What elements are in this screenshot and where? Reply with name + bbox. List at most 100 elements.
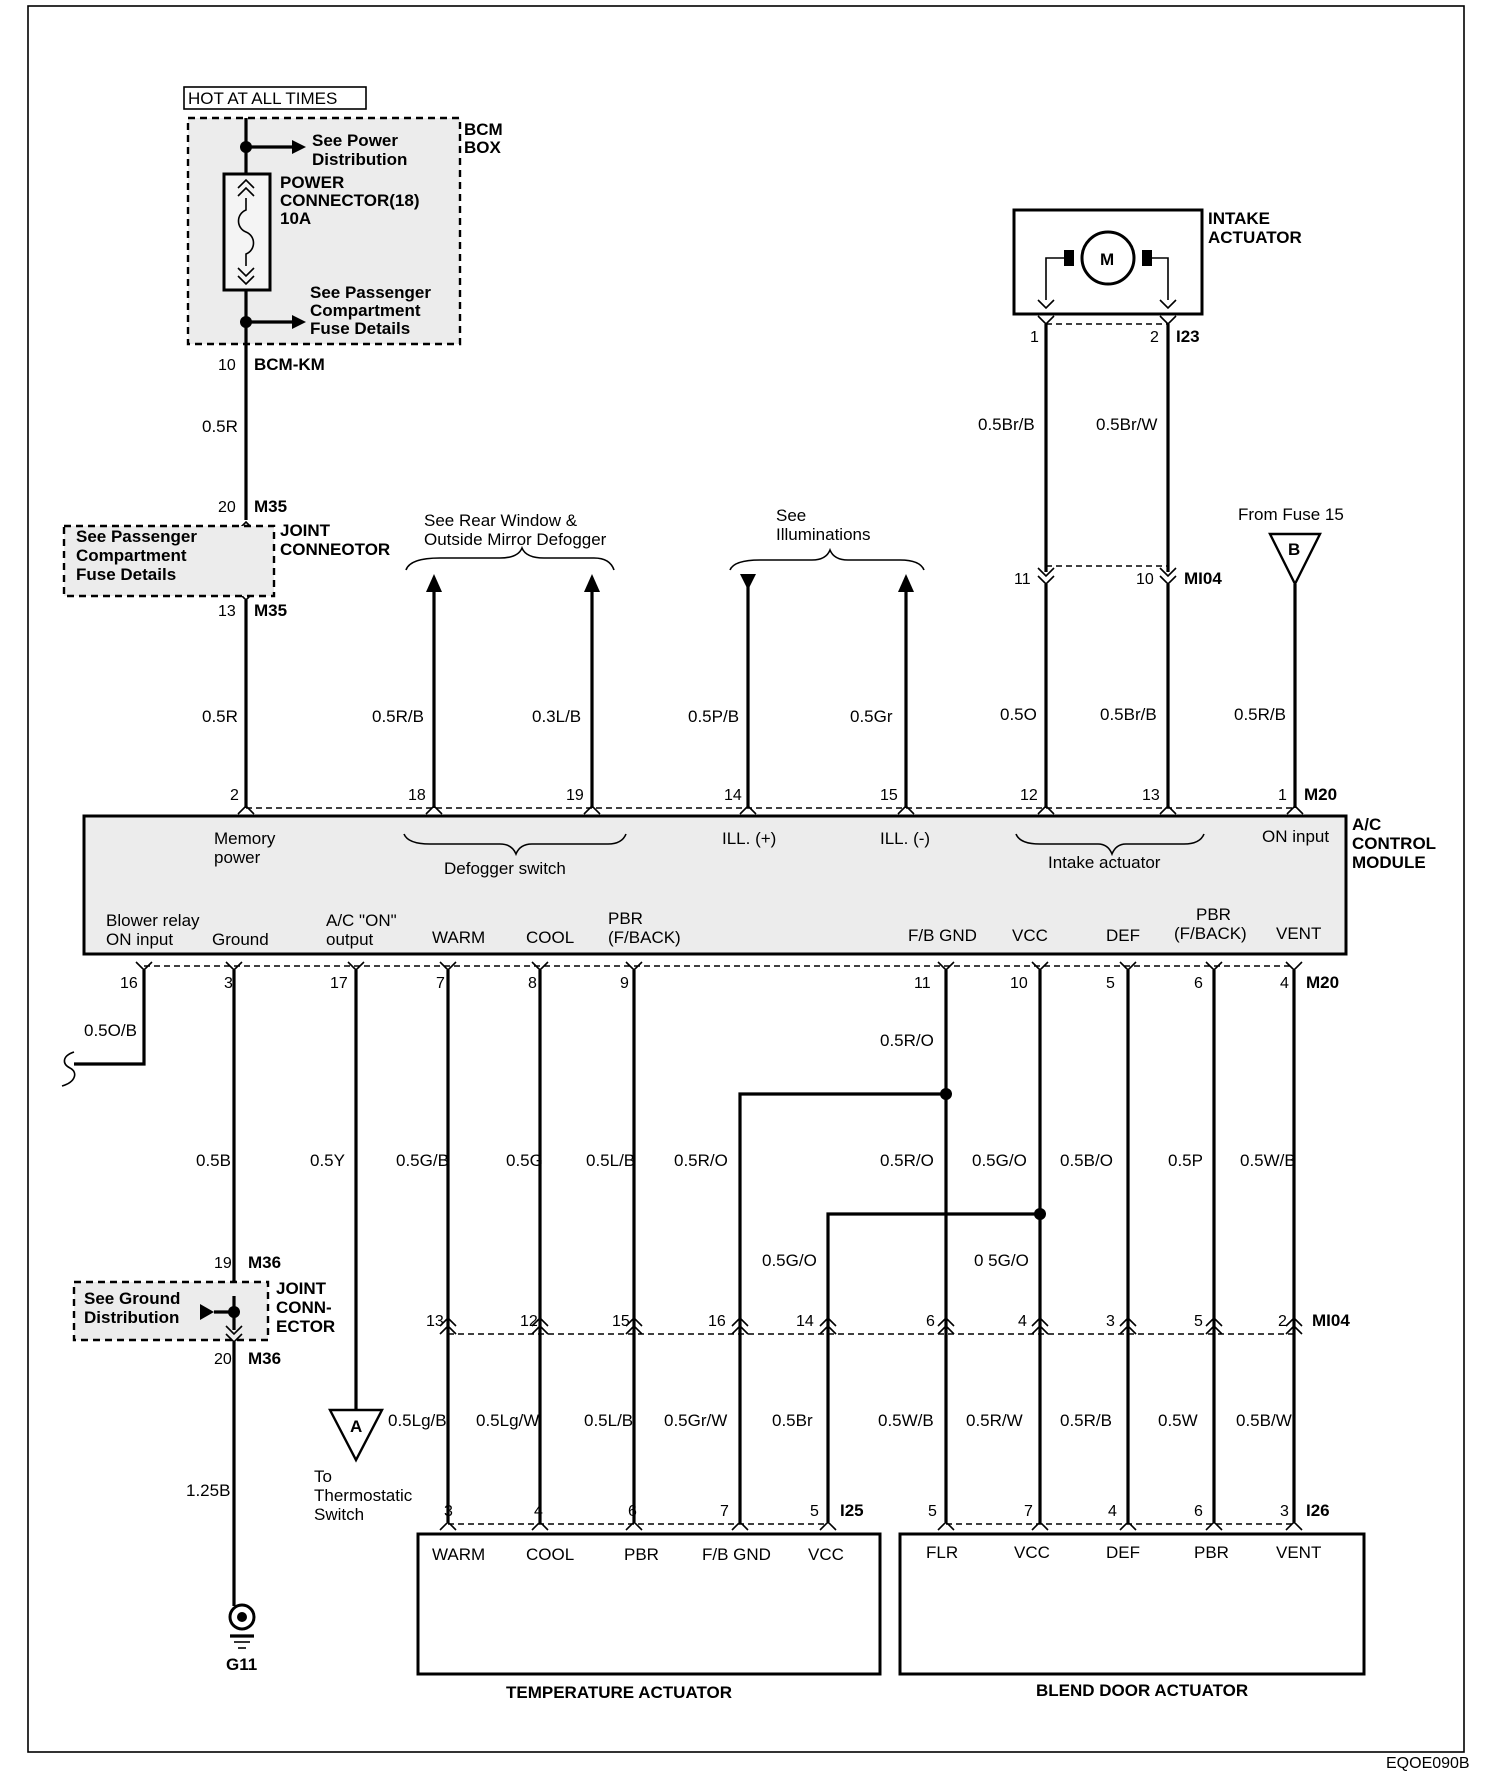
illumination-group: See Illuminations 0.5P/B 0.5Gr 14 15 (688, 506, 925, 808)
m20-pin-11: 11 (914, 975, 931, 992)
temp-label-cool: COOL (526, 1545, 574, 1564)
ill-plus-label: ILL. (+) (722, 829, 776, 848)
memory-power-1: Memory (214, 829, 276, 848)
intake-wire-3: 0.5O (1000, 705, 1037, 724)
mi04-pin-13: 13 (426, 1313, 444, 1330)
pbr-label-2: (F/BACK) (608, 928, 681, 947)
see-pass-left-2: Compartment (76, 546, 187, 565)
mi04-pin-15: 15 (612, 1313, 630, 1330)
see-power-text-1: See Power (312, 131, 398, 150)
ground-wire: 0.5B (196, 1151, 231, 1170)
mi04-pin-6: 6 (926, 1313, 935, 1330)
g11-wire: 1.25B (186, 1481, 230, 1500)
bcm-box: HOT AT ALL TIMES BCM BOX See Power Distr… (183, 86, 503, 350)
blend-label-pbr: PBR (1194, 1543, 1229, 1562)
fuse15-pin: 1 (1278, 787, 1287, 804)
fuse15-letter: B (1288, 540, 1300, 559)
illum-note-1: See (776, 506, 806, 525)
w2-10: 0.5B/W (1236, 1411, 1292, 1430)
thermo-note-1: To (314, 1467, 332, 1486)
def-label: DEF (1106, 926, 1140, 945)
joint-label-2: CONNEOTOR (280, 540, 390, 559)
temp-conn-i25: I25 (840, 1501, 864, 1520)
intake-mi-pin-11: 11 (1014, 571, 1031, 588)
warm-wire: 0.5G/B (396, 1151, 449, 1170)
memory-power-2: power (214, 848, 261, 867)
m20-pin-9: 9 (620, 975, 629, 992)
m20-pin-16: 16 (120, 975, 138, 992)
mi04-pin-12: 12 (520, 1313, 538, 1330)
mi04-pin-14: 14 (796, 1313, 814, 1330)
vent-wire: 0.5W/B (1240, 1151, 1296, 1170)
intake-title-1: INTAKE (1208, 209, 1270, 228)
see-pass-left-3: Fuse Details (76, 565, 176, 584)
hot-at-all-times-label: HOT AT ALL TIMES (188, 89, 337, 108)
ground-label: Ground (212, 930, 269, 949)
temp-label-warm: WARM (432, 1545, 485, 1564)
blend-pin-6: 6 (1194, 1503, 1203, 1520)
intake-motor-label: M (1100, 250, 1114, 269)
mi04-pin-5: 5 (1194, 1313, 1203, 1330)
blend-pin-3: 3 (1280, 1503, 1289, 1520)
intake-pin-1: 1 (1030, 329, 1039, 346)
acon-wire: 0.5Y (310, 1151, 345, 1170)
m20-pin-10: 10 (1010, 975, 1028, 992)
bcm-box-label-2: BOX (464, 138, 502, 157)
intake-actuator: INTAKE ACTUATOR M (1012, 208, 1302, 316)
fbgnd-top-wire: 0.5R/O (880, 1031, 934, 1050)
mi04-pin-2: 2 (1278, 1313, 1287, 1330)
intake-mi04-label: MI04 (1184, 569, 1222, 588)
mi04-pin-16: 16 (708, 1313, 726, 1330)
def-wire: 0.5B/O (1060, 1151, 1113, 1170)
figure-code: EQOE090B (1386, 1755, 1470, 1772)
mi04-pin-3: 3 (1106, 1313, 1115, 1330)
pbr2-label-1: PBR (1196, 905, 1231, 924)
fuse15-conn: M20 (1304, 785, 1337, 804)
illum-note-2: Illuminations (776, 525, 871, 544)
w2-1: 0.5Lg/B (388, 1411, 447, 1430)
joint2-label-1: JOINT (276, 1279, 327, 1298)
w2-8: 0.5R/B (1060, 1411, 1112, 1430)
intake-wire-4: 0.5Br/B (1100, 705, 1157, 724)
w2-9: 0.5W (1158, 1411, 1198, 1430)
m20-bottom-label: M20 (1306, 973, 1339, 992)
pbr2-label-2: (F/BACK) (1174, 924, 1247, 943)
power-connector-label-2: CONNECTOR(18) (280, 191, 419, 210)
intake-title-2: ACTUATOR (1208, 228, 1302, 247)
pin-m35-20: 20 (218, 499, 236, 516)
ground-symbol-g11 (228, 1603, 256, 1649)
intake-mi-pin-10: 10 (1136, 571, 1154, 588)
wire-0-5r-top: 0.5R (202, 417, 238, 436)
temp-label-pbr: PBR (624, 1545, 659, 1564)
vcc-wire: 0.5G/O (972, 1151, 1027, 1170)
intake-m20-pin-12: 12 (1020, 787, 1038, 804)
outer-frame (27, 5, 1465, 1753)
module-pin-2: 2 (230, 787, 239, 804)
defogger-wire-2: 0.3L/B (532, 707, 581, 726)
temp-pin-5: 5 (810, 1503, 819, 1520)
cool-label: COOL (526, 928, 574, 947)
fuse15-wire: 0.5R/B (1234, 705, 1286, 724)
see-passenger-text-1: See Passenger (310, 283, 431, 302)
cool-wire: 0.5G (506, 1151, 543, 1170)
m20-pin-5: 5 (1106, 975, 1115, 992)
pbr2-wire: 0.5P (1168, 1151, 1203, 1170)
intake-wire-2: 0.5Br/W (1096, 415, 1157, 434)
w2-4: 0.5Gr/W (664, 1411, 727, 1430)
illum-pin-15: 15 (880, 787, 898, 804)
defogger-switch-label: Defogger switch (444, 859, 566, 878)
module-title-3: MODULE (1352, 853, 1426, 872)
pin-bcm-10: 10 (218, 357, 236, 374)
thermo-note-2: Thermostatic (314, 1486, 413, 1505)
pbr-label-1: PBR (608, 909, 643, 928)
ac-on-label-2: output (326, 930, 374, 949)
power-connector-label-3: 10A (280, 209, 311, 228)
blend-conn-i26: I26 (1306, 1501, 1330, 1520)
warm-label: WARM (432, 928, 485, 947)
m20-pin-17: 17 (330, 975, 348, 992)
defogger-group: See Rear Window & Outside Mirror Defogge… (372, 511, 615, 808)
m20-pin-3: 3 (224, 975, 233, 992)
temp-pin-4: 4 (534, 1503, 543, 1520)
intake-actuator-label: Intake actuator (1048, 853, 1161, 872)
